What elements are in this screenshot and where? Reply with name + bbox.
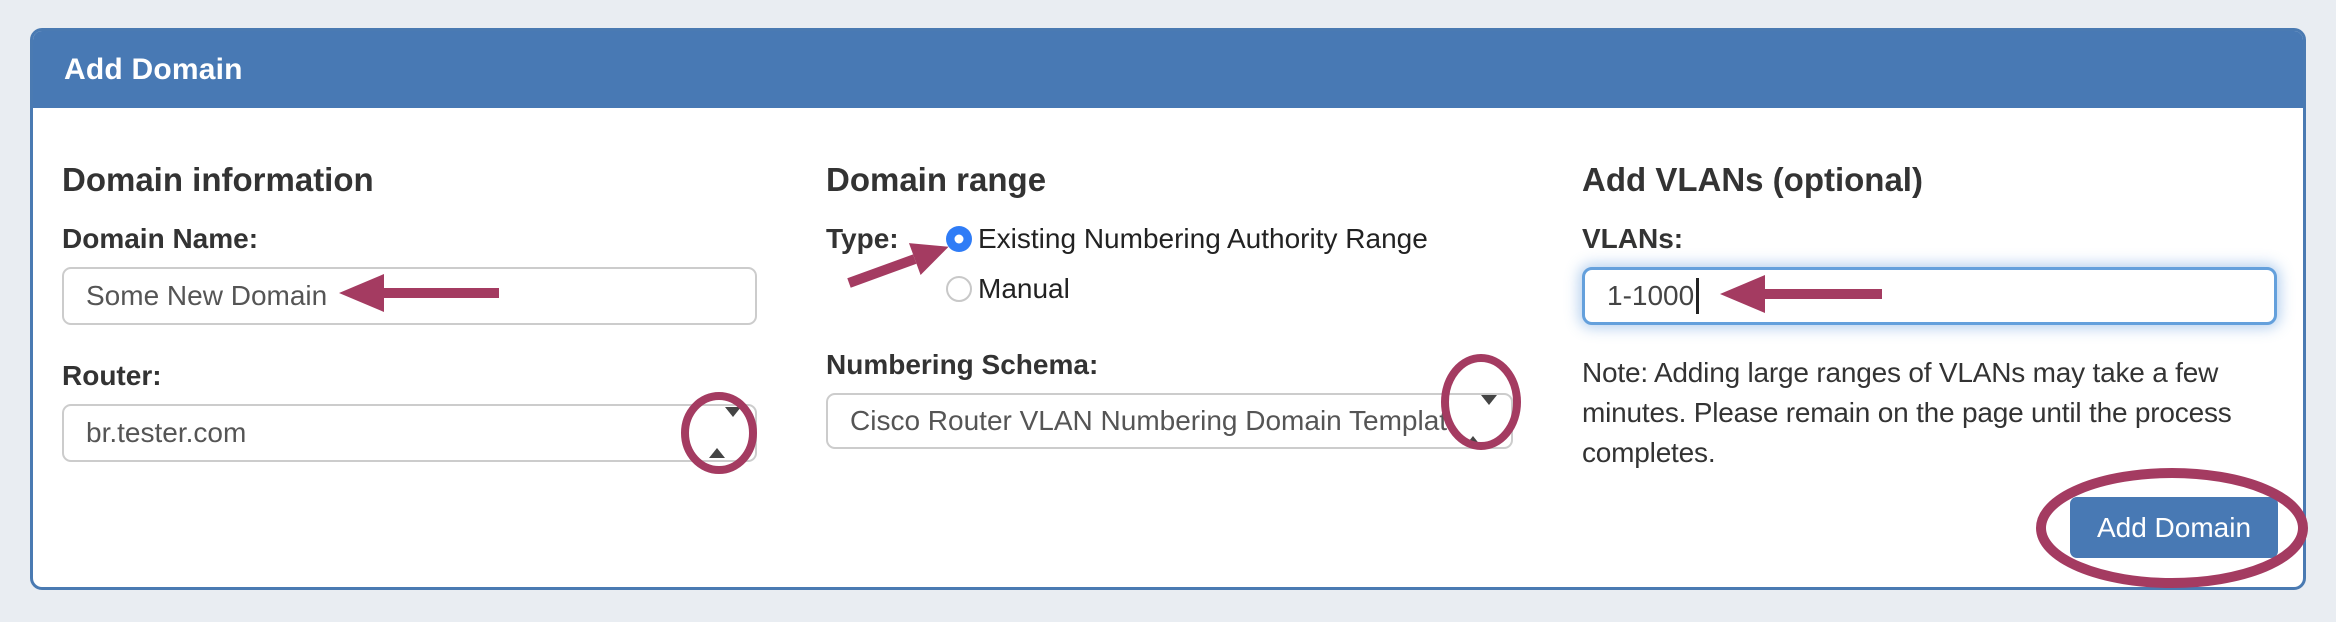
router-select-value: br.tester.com: [86, 417, 247, 448]
numbering-schema-select[interactable]: Cisco Router VLAN Numbering Domain Templ…: [826, 393, 1513, 449]
section-domain-information: Domain information Domain Name: Some New…: [62, 163, 757, 462]
vlans-note: Note: Adding large ranges of VLANs may t…: [1582, 357, 2232, 468]
radio-manual-label: Manual: [978, 273, 1070, 304]
type-label: Type:: [826, 223, 899, 254]
section-domain-range: Domain range Type: Existing Numbering Au…: [826, 163, 1513, 449]
section-add-vlans: Add VLANs (optional) VLANs: 1-1000 Note:…: [1582, 163, 2277, 473]
vlans-label: VLANs:: [1582, 223, 1684, 254]
domain-range-heading: Domain range: [826, 161, 1047, 198]
vlans-value: 1-1000: [1607, 280, 1695, 311]
type-field-row: Type: Existing Numbering Authority Range…: [826, 223, 1513, 324]
radio-existing-label: Existing Numbering Authority Range: [978, 223, 1428, 254]
add-domain-panel: Add Domain Domain information Domain Nam…: [30, 28, 2306, 590]
numbering-schema-value: Cisco Router VLAN Numbering Domain Templ…: [850, 405, 1451, 436]
domain-name-value: Some New Domain: [86, 280, 328, 311]
panel-header: Add Domain: [33, 31, 2303, 108]
panel-title: Add Domain: [64, 52, 243, 86]
radio-unselected-icon[interactable]: [946, 276, 972, 302]
domain-name-input[interactable]: Some New Domain: [62, 267, 757, 325]
add-domain-button[interactable]: Add Domain: [2070, 497, 2278, 558]
panel-body: Domain information Domain Name: Some New…: [33, 108, 2303, 587]
router-select[interactable]: br.tester.com: [62, 404, 757, 462]
domain-name-label: Domain Name:: [62, 223, 259, 254]
radio-option-existing[interactable]: Existing Numbering Authority Range: [946, 223, 1428, 254]
radio-selected-icon[interactable]: [946, 226, 972, 252]
router-label: Router:: [62, 360, 162, 391]
domain-information-heading: Domain information: [62, 161, 374, 198]
radio-option-manual[interactable]: Manual: [946, 273, 1428, 304]
numbering-schema-label: Numbering Schema:: [826, 349, 1099, 380]
add-vlans-heading: Add VLANs (optional): [1582, 161, 1923, 198]
type-radio-group: Existing Numbering Authority Range Manua…: [946, 223, 1428, 324]
select-caret-icon: [1465, 395, 1497, 446]
vlans-input[interactable]: 1-1000: [1582, 267, 2277, 325]
text-cursor: [1696, 278, 1700, 314]
select-caret-icon: [709, 407, 741, 458]
